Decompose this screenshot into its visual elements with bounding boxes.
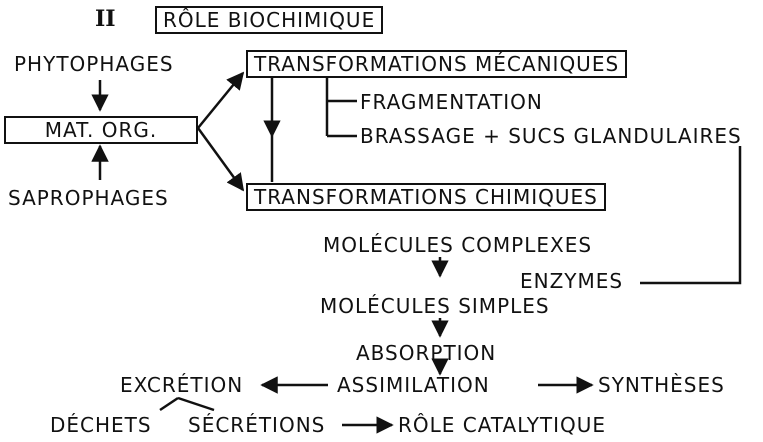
node-excretion: EXCRÉTION (120, 373, 244, 397)
node-mat-org: MAT. ORG. (4, 116, 198, 144)
arrow-mat-org-to-chimiques (196, 127, 245, 192)
node-saprophages: SAPROPHAGES (8, 186, 169, 210)
node-assimilation: ASSIMILATION (337, 373, 490, 397)
node-enzymes: ENZYMES (520, 269, 624, 293)
node-brassage-sucs-glandulaires: BRASSAGE + SUCS GLANDULAIRES (360, 124, 742, 148)
node-molecules-simples: MOLÉCULES SIMPLES (320, 294, 550, 318)
node-secretions: SÉCRÉTIONS (188, 413, 326, 437)
node-phytophages: PHYTOPHAGES (14, 52, 174, 76)
node-role-catalytique: RÔLE CATALYTIQUE (398, 413, 607, 437)
node-molecules-complexes: MOLÉCULES COMPLEXES (323, 233, 593, 257)
node-fragmentation: FRAGMENTATION (360, 90, 543, 114)
node-syntheses: SYNTHÈSES (598, 373, 725, 397)
node-absorption: ABSORPTION (356, 341, 497, 365)
arrow-mat-org-to-mecaniques (197, 71, 245, 129)
branch-excretion-to-dechets (159, 396, 179, 412)
line-brassage-to-enzymes (640, 146, 742, 285)
diagram-title: RÔLE BIOCHIMIQUE (155, 6, 384, 34)
branch-excretion-to-secretions (177, 396, 215, 412)
node-transformations-mecaniques: TRANSFORMATIONS MÉCANIQUES (246, 50, 628, 78)
section-number: II (95, 6, 116, 32)
node-dechets: DÉCHETS (50, 413, 152, 437)
node-transformations-chimiques: TRANSFORMATIONS CHIMIQUES (246, 183, 606, 211)
